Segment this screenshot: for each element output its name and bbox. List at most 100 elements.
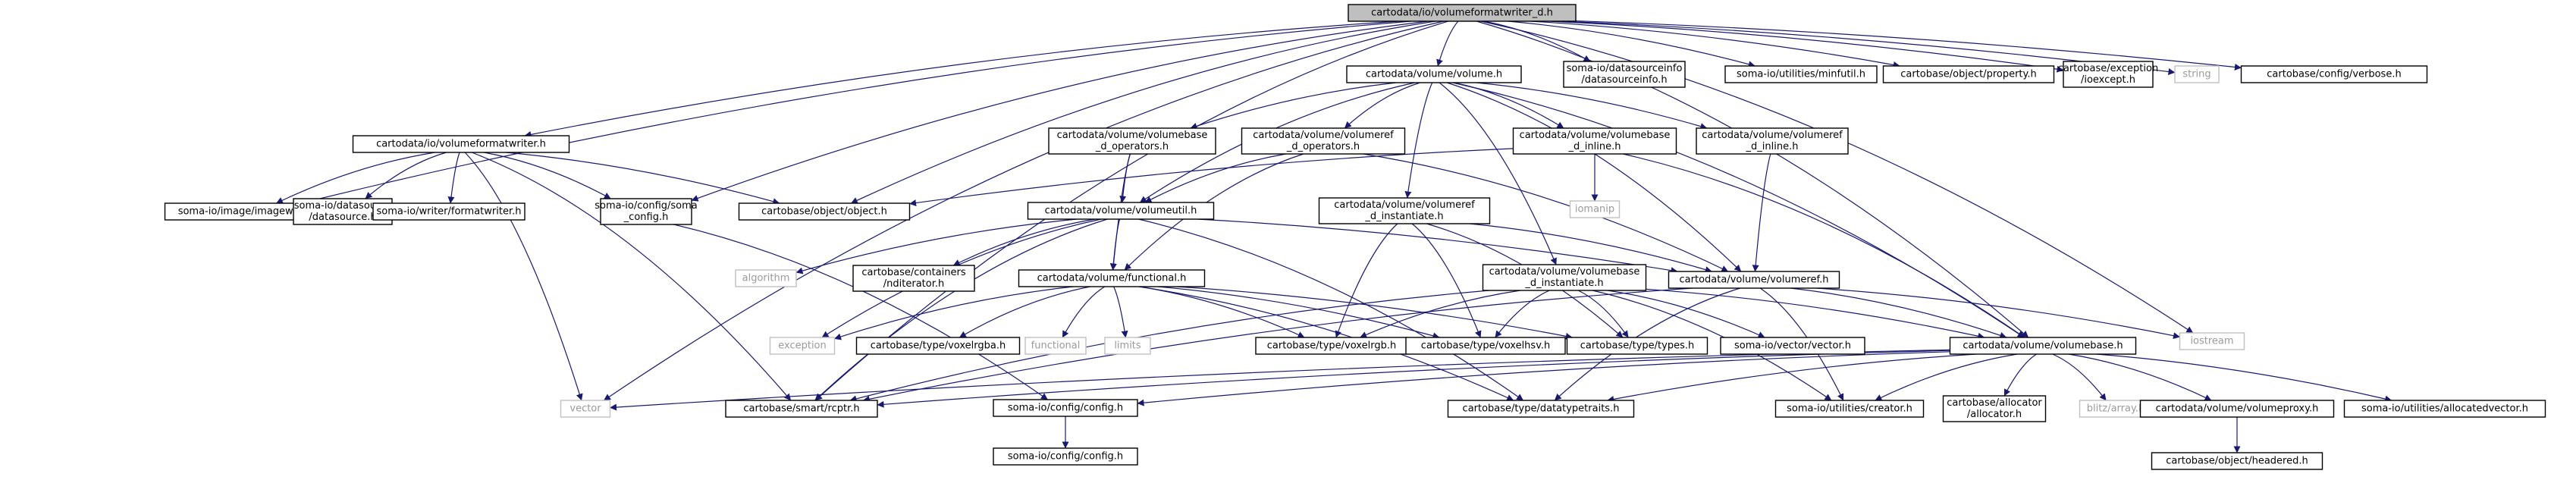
node-label: cartodata/volume/volumeref.h <box>1680 275 1829 286</box>
node-label: cartodata/volume/volumebase <box>1520 130 1671 141</box>
node-root[interactable]: cartodata/io/volumeformatwriter_d.h <box>1348 4 1577 22</box>
node-nditer[interactable]: cartobase/containers/nditerator.h <box>852 265 975 292</box>
node-vbop[interactable]: cartodata/volume/volumebase_d_operators.… <box>1048 127 1216 155</box>
node-voxelhsv[interactable]: cartobase/type/voxelhsv.h <box>1405 337 1566 355</box>
node-iomanip: iomanip <box>1569 200 1621 218</box>
node-label: cartobase/object/headered.h <box>2166 456 2308 467</box>
node-label: soma-io/datasource <box>294 200 391 212</box>
edge-vbinl-to-vbase <box>1623 153 2025 338</box>
node-box <box>1018 269 1206 287</box>
node-rcptr[interactable]: cartobase/smart/rcptr.h <box>725 400 878 418</box>
edge-functional_h-to-limits <box>1113 286 1128 338</box>
node-label: cartodata/volume/volumeproxy.h <box>2156 403 2319 415</box>
node-label: cartodata/volume/volumeref <box>1334 199 1475 211</box>
node-minfutil[interactable]: soma-io/utilities/minfutil.h <box>1724 65 1878 83</box>
node-dtt[interactable]: cartobase/type/datatypetraits.h <box>1447 400 1635 418</box>
edge-volume-to-vrop <box>1344 82 1420 129</box>
node-vrinl[interactable]: cartodata/volume/volumeref_d_inline.h <box>1696 127 1849 155</box>
edge-vfw-to-vector <box>464 152 583 401</box>
node-box <box>735 269 797 287</box>
edge-functional_h-to-voxelhsv <box>1157 286 1440 340</box>
node-string: string <box>2174 65 2220 83</box>
edge-root-to-object <box>850 20 1435 204</box>
edge-volume-to-vutil <box>1139 82 1415 203</box>
node-blitz: blitz/array.h <box>2079 400 2153 418</box>
node-label: cartodata/volume/volumeref <box>1253 130 1394 141</box>
node-vbinst[interactable]: cartodata/volume/volumebase_d_instantiat… <box>1482 264 1647 291</box>
node-label: soma-io/vector/vector.h <box>1734 340 1851 352</box>
node-vbase[interactable]: cartodata/volume/volumebase.h <box>1949 337 2137 355</box>
edge-vrinst-to-voxelhsv <box>1411 223 1482 338</box>
node-label: limits <box>1114 340 1141 352</box>
node-label: cartobase/object/object.h <box>761 206 887 218</box>
node-label: cartobase/type/voxelhsv.h <box>1421 340 1551 352</box>
node-vref[interactable]: cartodata/volume/volumeref.h <box>1668 271 1840 289</box>
node-box <box>2240 65 2428 83</box>
node-config[interactable]: soma-io/config/config.h <box>993 399 1138 417</box>
node-formatwriter[interactable]: soma-io/writer/formatwriter.h <box>372 202 526 221</box>
node-vrop[interactable]: cartodata/volume/volumeref_d_operators.h <box>1241 127 1406 155</box>
node-voxelrgb[interactable]: cartobase/type/voxelrgb.h <box>1255 337 1408 355</box>
edge-vbinst-to-voxelhsv <box>1495 290 1550 338</box>
node-object[interactable]: cartobase/object/object.h <box>738 202 911 221</box>
node-iostream: iostream <box>2179 332 2245 350</box>
edge-vutil-to-algorithm <box>795 218 1078 275</box>
node-box <box>2343 400 2546 418</box>
node-vector_h[interactable]: soma-io/vector/vector.h <box>1720 337 1865 355</box>
edge-vbase-to-allocator <box>2003 353 2037 397</box>
edge-vutil-to-vref <box>1197 218 1678 275</box>
node-dsinfo[interactable]: soma-io/datasourceinfo/datasourceinfo.h <box>1563 61 1686 88</box>
node-exception: exception <box>769 337 836 355</box>
edge-vref-to-iostream <box>1815 287 2180 340</box>
edge-somaconfig-to-config <box>673 224 1048 400</box>
node-vbinl[interactable]: cartodata/volume/volumebase_d_inline.h <box>1512 127 1677 155</box>
node-vutil[interactable]: cartodata/volume/volumeutil.h <box>1027 202 1215 220</box>
node-box <box>352 135 570 153</box>
edge-volume-to-vbinl <box>1454 82 1564 129</box>
edge-vfw-to-somaconfig <box>484 152 611 199</box>
node-vproxy[interactable]: cartodata/volume/volumeproxy.h <box>2139 400 2335 418</box>
node-functional_h[interactable]: cartodata/volume/functional.h <box>1018 269 1206 287</box>
node-label: cartobase/containers <box>861 267 965 278</box>
node-box <box>852 265 975 292</box>
node-somaconfig[interactable]: soma-io/config/soma_config.h <box>595 198 698 225</box>
node-label: soma-io/config/config.h <box>1008 403 1123 414</box>
node-label: algorithm <box>742 273 790 284</box>
node-imagewriter[interactable]: soma-io/image/imagewriter.h <box>164 202 337 221</box>
node-box <box>560 400 611 418</box>
node-vfw[interactable]: cartodata/io/volumeformatwriter.h <box>352 135 570 153</box>
node-label: cartodata/volume/volumeutil.h <box>1045 205 1197 217</box>
edge-volume-to-vrinl <box>1476 82 1708 130</box>
node-label: cartobase/smart/rcptr.h <box>743 403 859 415</box>
edge-vbinst-to-rcptr <box>849 290 1490 403</box>
node-allocator[interactable]: cartobase/allocator/allocator.h <box>1942 395 2047 422</box>
node-label: soma-io/utilities/creator.h <box>1787 403 1912 415</box>
edge-vrop-to-functional_h <box>1124 153 1304 271</box>
node-ioexcept[interactable]: cartobase/exception/ioexcept.h <box>2058 61 2158 88</box>
edge-vbase-to-creator <box>1875 353 2018 401</box>
node-voxelrgba[interactable]: cartobase/type/voxelrgba.h <box>855 337 1021 355</box>
node-verbose[interactable]: cartobase/config/verbose.h <box>2240 65 2428 83</box>
node-label: /datasourceinfo.h <box>1581 74 1667 86</box>
node-creator[interactable]: soma-io/utilities/creator.h <box>1774 400 1925 418</box>
node-config2[interactable]: soma-io/config/config.h <box>993 447 1138 466</box>
node-label: cartodata/io/volumeformatwriter_d.h <box>1371 8 1553 19</box>
node-volume[interactable]: cartodata/volume/volume.h <box>1346 65 1522 83</box>
edge-vfw-to-formatwriter <box>447 152 460 204</box>
node-label: cartobase/type/types.h <box>1580 340 1694 352</box>
node-allocvec[interactable]: soma-io/utilities/allocatedvector.h <box>2343 400 2546 418</box>
edge-vutil-to-nditer <box>952 218 1096 266</box>
node-box <box>2151 452 2323 470</box>
edge-vutil-to-exception <box>821 218 1102 338</box>
node-headered[interactable]: cartobase/object/headered.h <box>2151 452 2323 470</box>
node-label: soma-io/writer/formatwriter.h <box>377 206 522 218</box>
node-property[interactable]: cartobase/object/property.h <box>1882 65 2055 83</box>
node-types[interactable]: cartobase/type/types.h <box>1566 337 1708 355</box>
node-algorithm: algorithm <box>735 269 797 287</box>
edge-root-to-vector <box>603 20 1444 401</box>
node-vrinst[interactable]: cartodata/volume/volumeref_d_instantiate… <box>1318 197 1491 224</box>
node-box <box>1104 337 1151 355</box>
edge-volume-to-vref <box>1446 82 1742 272</box>
node-label: cartodata/volume/volumebase <box>1489 266 1640 278</box>
